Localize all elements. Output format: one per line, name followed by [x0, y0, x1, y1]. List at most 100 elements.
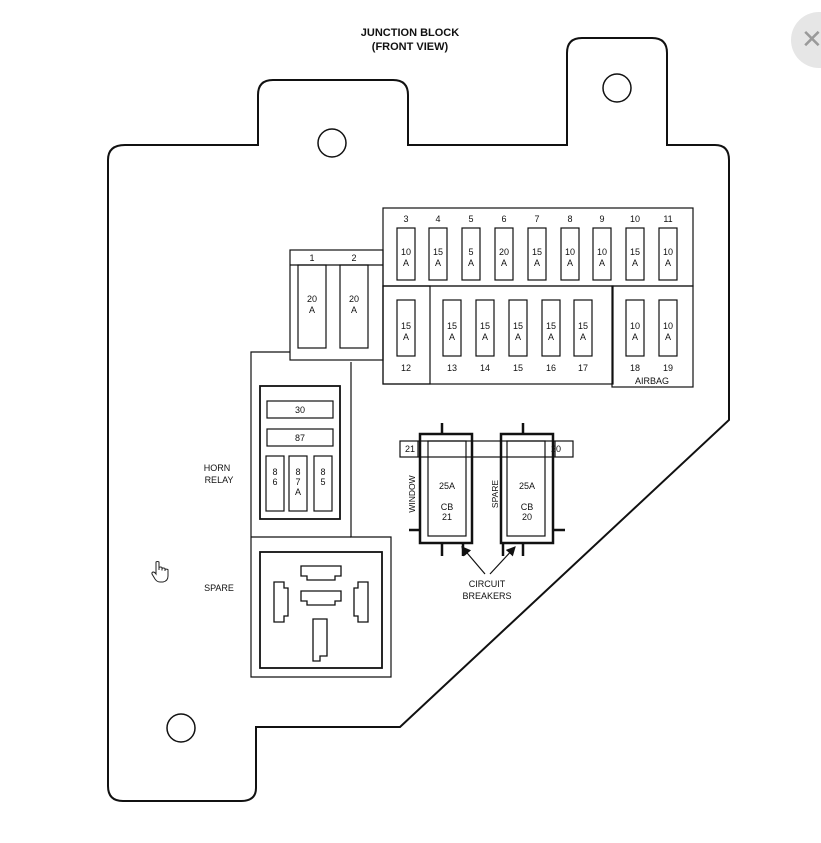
- fuse-2-unit: A: [351, 305, 357, 315]
- horn-relay-label-2: RELAY: [205, 475, 234, 485]
- fuse-5: [461, 227, 481, 281]
- fuse-18-number: 18: [630, 363, 640, 373]
- fuse-5-unit: A: [468, 258, 474, 268]
- fuse-9-unit: A: [599, 258, 605, 268]
- fuse-5-number: 5: [468, 214, 473, 224]
- fuse-15-unit: A: [515, 332, 521, 342]
- circuit-breaker-21: [418, 432, 474, 545]
- spare-socket-terminal-bottom: [312, 618, 328, 662]
- diagram-subtitle: (FRONT VIEW): [372, 41, 449, 53]
- relay-pin-87A-char: A: [295, 487, 301, 497]
- fuse-9: [592, 227, 612, 281]
- fuse-4-unit: A: [435, 258, 441, 268]
- fuse-9-amp: 10: [597, 247, 607, 257]
- fuse-6-unit: A: [501, 258, 507, 268]
- big-fuse-housing: [289, 249, 384, 361]
- relay-pin-86: [265, 455, 285, 512]
- fuse-5-amp: 5: [468, 247, 473, 257]
- fuse-15-number: 15: [513, 363, 523, 373]
- fuse-2-amp: 20: [349, 294, 359, 304]
- spare-socket-terminal-top: [300, 565, 342, 581]
- fuse-8-unit: A: [567, 258, 573, 268]
- relay-pin-30: [266, 400, 334, 419]
- fuse-11-unit: A: [665, 258, 671, 268]
- spare-socket-terminal-mid: [300, 590, 342, 606]
- spare-relay-label: SPARE: [204, 583, 234, 593]
- fuse-19-unit: A: [665, 332, 671, 342]
- relay-pin-85: [313, 455, 333, 512]
- fuse-12-number: 12: [401, 363, 411, 373]
- fuse-17-unit: A: [580, 332, 586, 342]
- circuit-breakers-label-2: BREAKERS: [462, 591, 511, 601]
- fuse-1-amp: 20: [307, 294, 317, 304]
- fuse-12-amp: 15: [401, 321, 411, 331]
- breaker-21-amp: 25A: [439, 481, 455, 491]
- fuse-8-amp: 10: [565, 247, 575, 257]
- fuse-4-number: 4: [435, 214, 440, 224]
- fuse-3-unit: A: [403, 258, 409, 268]
- fuse-10-unit: A: [632, 258, 638, 268]
- fuse-8-number: 8: [567, 214, 572, 224]
- fuse-4-amp: 15: [433, 247, 443, 257]
- fuse-2: [339, 264, 369, 349]
- fuse-7-amp: 15: [532, 247, 542, 257]
- mounting-hole-top-left: [317, 128, 347, 158]
- fuse-16-unit: A: [548, 332, 554, 342]
- airbag-label: AIRBAG: [635, 376, 669, 386]
- fuse-16-amp: 15: [546, 321, 556, 331]
- circuit-breakers-label-1: CIRCUIT: [469, 579, 506, 589]
- fuse-9-number: 9: [599, 214, 604, 224]
- fuse-1-unit: A: [309, 305, 315, 315]
- relay-pin-85-char: 8: [320, 467, 325, 477]
- fuse-16: [541, 299, 561, 357]
- horn-relay-label-1: HORN: [204, 463, 231, 473]
- fuse-11-number: 11: [663, 214, 672, 224]
- circuit-breaker-area: 21 20 WINDOW SPARE 25A CB 21 25A CB 20 C…: [399, 423, 574, 601]
- fuse-17-amp: 15: [578, 321, 588, 331]
- breaker-20-amp: 25A: [519, 481, 535, 491]
- fuse-13-number: 13: [447, 363, 457, 373]
- fuse-6: [494, 227, 514, 281]
- mounting-hole-top-right: [602, 73, 632, 103]
- spare-relay-socket: [259, 551, 383, 669]
- relay-pin-86-char: 8: [272, 467, 277, 477]
- relay-pin-87A-char: 8: [295, 467, 300, 477]
- breaker-window-label: WINDOW: [407, 475, 417, 512]
- fuse-3-number: 3: [403, 214, 408, 224]
- relay-pin-87A: [288, 455, 308, 512]
- fuse-7: [527, 227, 547, 281]
- fuse-18-amp: 10: [630, 321, 640, 331]
- fuse-10-number: 10: [630, 214, 640, 224]
- junction-block-outline: [107, 37, 730, 802]
- fuse-13-unit: A: [449, 332, 455, 342]
- fuse-3-amp: 10: [401, 247, 411, 257]
- close-icon: ✕: [801, 24, 821, 54]
- fuse-13-amp: 15: [447, 321, 457, 331]
- fuse-14-unit: A: [482, 332, 488, 342]
- breaker-20-num: 20: [522, 512, 532, 522]
- fuse-12-unit: A: [403, 332, 409, 342]
- fuse-11-amp: 10: [663, 247, 673, 257]
- fuse-18: [625, 299, 645, 357]
- fuse-6-number: 6: [501, 214, 506, 224]
- relay-pin-87-label: 87: [295, 433, 305, 443]
- fuse-19: [658, 299, 678, 357]
- fuse-1: [297, 264, 327, 349]
- spare-socket-terminal-right: [353, 581, 369, 623]
- fuse-15-amp: 15: [513, 321, 523, 331]
- fuse-7-number: 7: [534, 214, 539, 224]
- fuse-15: [508, 299, 528, 357]
- fuse-12: [396, 299, 416, 357]
- fuse-14: [475, 299, 495, 357]
- arrow-to-breaker-21: [461, 546, 486, 575]
- spare-socket-terminal-left: [273, 581, 289, 623]
- fuse-19-amp: 10: [663, 321, 673, 331]
- fuse-4: [428, 227, 448, 281]
- fuse-3: [396, 227, 416, 281]
- breaker-slot-20: 20: [551, 444, 561, 454]
